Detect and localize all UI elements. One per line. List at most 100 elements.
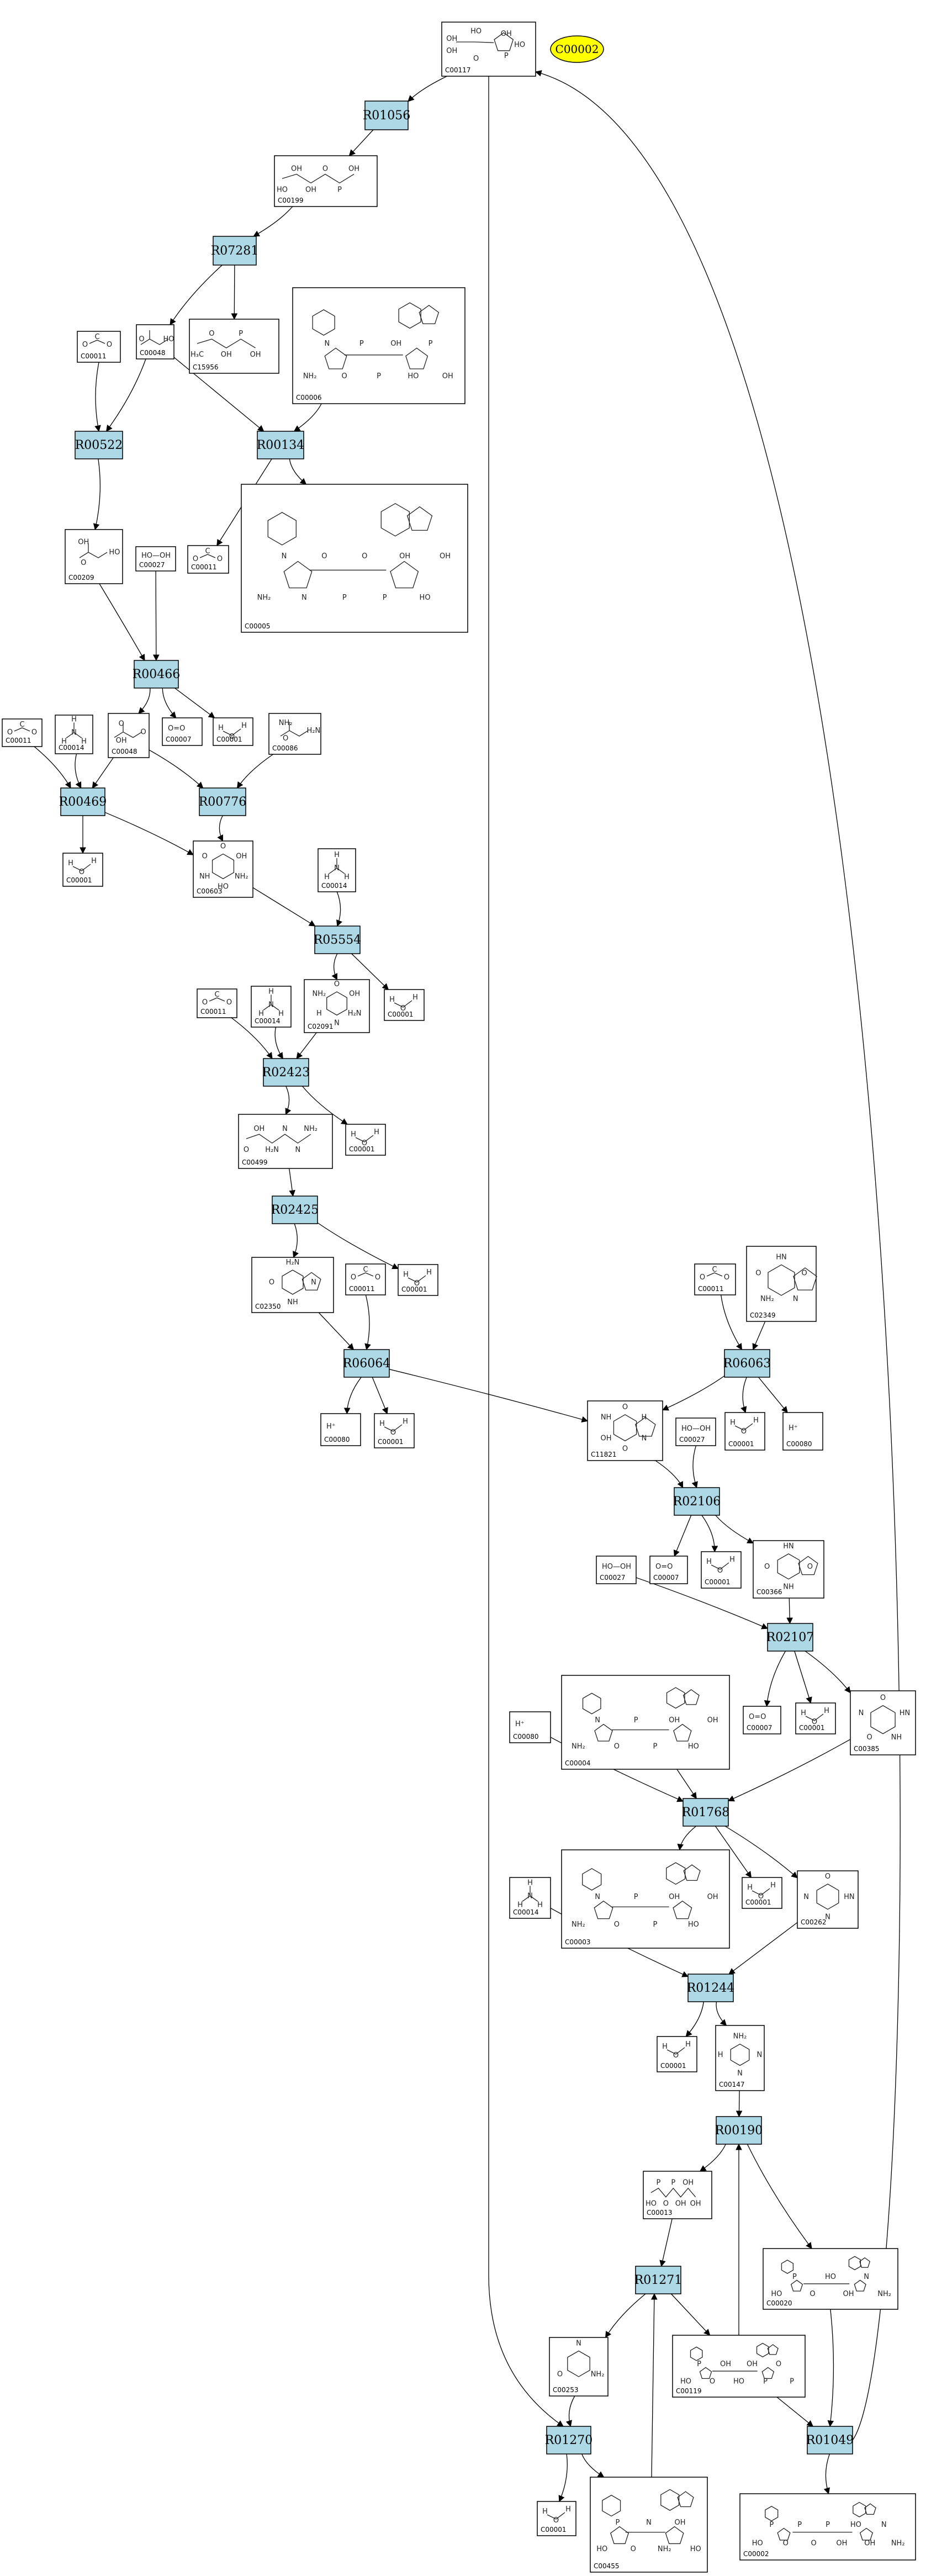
reaction-node-r07281[interactable]: R07281 [211, 236, 259, 266]
reaction-node-r06063[interactable]: R06063 [723, 1349, 771, 1378]
reaction-node-r00134[interactable]: R00134 [257, 431, 305, 459]
compound-box [561, 1849, 730, 1949]
reaction-node-r02107[interactable]: R02107 [766, 1623, 814, 1652]
atom-label: N [803, 1893, 809, 1901]
atom-label: H [316, 1009, 322, 1018]
reaction-node-r02106[interactable]: R02106 [673, 1487, 721, 1516]
reaction-node-r01271[interactable]: R01271 [634, 2266, 683, 2294]
compound-node-c00080_a[interactable]: H⁺C00080 [320, 1413, 361, 1446]
reaction-node-r00776[interactable]: R00776 [199, 787, 247, 816]
reaction-box [343, 1349, 390, 1378]
reaction-edge [389, 1369, 589, 1423]
reaction-node-r02423[interactable]: R02423 [262, 1058, 310, 1087]
atom-label: H⁺ [515, 1720, 525, 1728]
compound-box [292, 287, 465, 404]
reaction-node-r01244[interactable]: R01244 [687, 1974, 735, 2002]
atom-label: NH [287, 1298, 298, 1306]
atom-label: P [763, 2377, 768, 2385]
reaction-node-r06064[interactable]: R06064 [343, 1349, 391, 1378]
reaction-node-r01049[interactable]: R01049 [806, 2426, 854, 2455]
highlight-node[interactable]: C00002 [550, 35, 604, 63]
compound-box [643, 2171, 712, 2219]
atom-label: O=O [168, 724, 185, 733]
compound-id: C02091 [308, 1023, 334, 1030]
atom-label: HO [825, 2273, 836, 2281]
atom-label: HO [850, 2521, 861, 2529]
atom-label: OH [440, 552, 451, 560]
reaction-node-r05554[interactable]: R05554 [314, 925, 362, 954]
reaction-node-r01056[interactable]: R01056 [363, 100, 411, 130]
reaction-node-r02425[interactable]: R02425 [271, 1196, 319, 1224]
reaction-node-r01768[interactable]: R01768 [682, 1798, 730, 1827]
reaction-edge [565, 2395, 575, 2427]
reaction-node-r00466[interactable]: R00466 [133, 660, 181, 689]
compound-node-c00080_b[interactable]: H⁺C00080 [782, 1412, 823, 1451]
reaction-edge [655, 1460, 684, 1489]
reaction-node-r01270[interactable]: R01270 [545, 2426, 593, 2455]
compound-node-c00080_c[interactable]: H⁺C00080 [509, 1711, 551, 1743]
reaction-node-r00469[interactable]: R00469 [59, 787, 107, 816]
reaction-node-r00190[interactable]: R00190 [715, 2116, 763, 2145]
reaction-node-r00522[interactable]: R00522 [75, 431, 123, 459]
atom-label: H [258, 1009, 264, 1018]
reaction-edge [805, 1651, 851, 1694]
